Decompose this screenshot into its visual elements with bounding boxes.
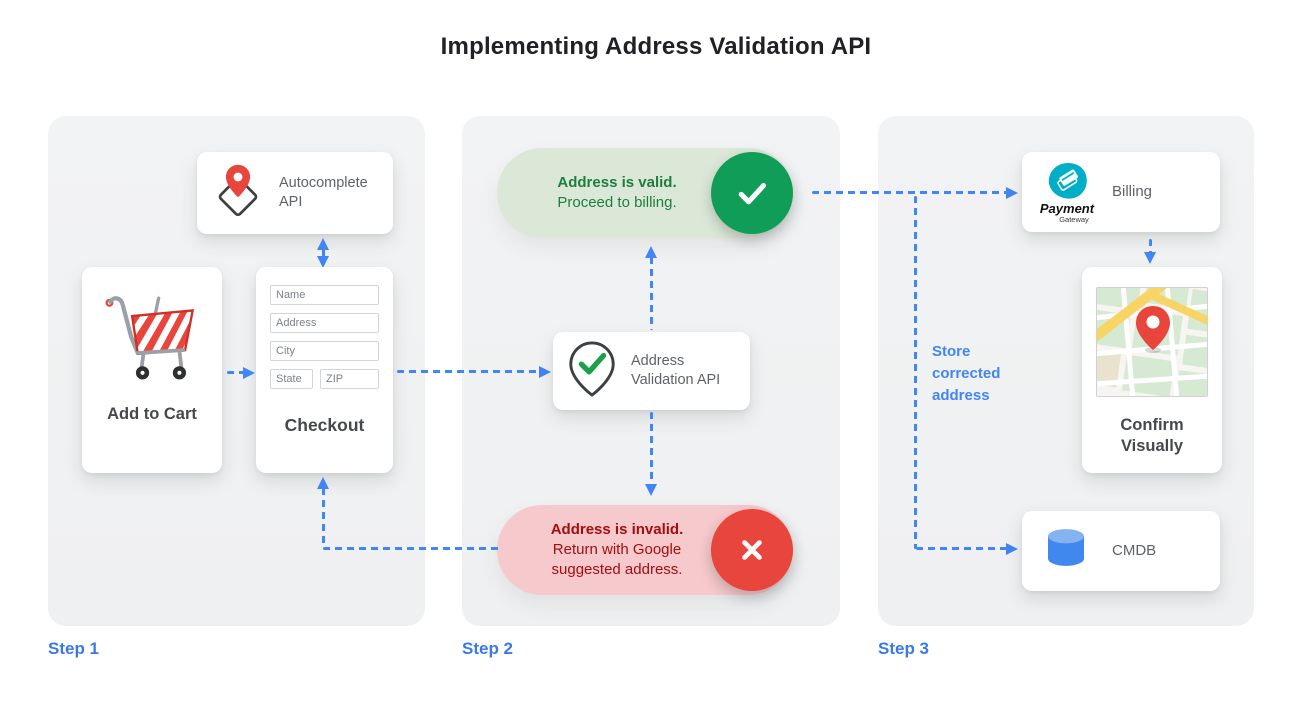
confirm-visually-label: Confirm Visually (1120, 416, 1184, 455)
pin-check-icon (565, 340, 619, 403)
confirm-visually-card: Confirm Visually (1082, 267, 1222, 473)
page-title: Implementing Address Validation API (440, 33, 872, 60)
address-invalid-title: Address is invalid. (550, 520, 684, 538)
address-field[interactable] (270, 313, 379, 333)
payment-logo-title: Payment (1039, 200, 1095, 216)
autocomplete-map-pin-icon (209, 162, 267, 225)
address-invalid-subtitle: Return with Google suggested address. (551, 540, 683, 579)
step1-label: Step 1 (48, 639, 100, 658)
check-circle-icon (711, 152, 793, 234)
checkout-form (256, 267, 393, 389)
cmdb-card: CMDB (1022, 511, 1220, 591)
address-valid-subtitle: Proceed to billing. (557, 194, 677, 211)
address-validation-api-card: Address Validation API (553, 332, 750, 410)
step3-label: Step 3 (878, 639, 930, 658)
step2-label: Step 2 (462, 639, 514, 658)
store-corrected-address-note: Store corrected address (932, 343, 1001, 404)
checkout-card: Checkout (256, 267, 393, 473)
address-invalid-text: Address is invalid. Return with Google s… (497, 520, 709, 581)
address-validation-api-label: Address Validation API (631, 353, 721, 388)
add-to-cart-label: Add to Cart (107, 405, 197, 423)
map-thumbnail (1096, 287, 1208, 397)
city-field[interactable] (270, 341, 379, 361)
zip-field[interactable] (319, 369, 379, 389)
billing-card: Payment Gateway Billing (1022, 152, 1220, 232)
address-valid-title: Address is valid. (557, 173, 677, 191)
address-valid-text: Address is valid. Proceed to billing. (497, 173, 709, 214)
payment-logo-subtitle: Gateway (1059, 214, 1089, 224)
cmdb-label: CMDB (1112, 542, 1157, 560)
x-circle-icon (711, 509, 793, 591)
payment-gateway-logo: Payment Gateway (1034, 161, 1100, 224)
state-field[interactable] (270, 369, 313, 389)
billing-label: Billing (1112, 183, 1153, 201)
add-to-cart-card: Add to Cart (82, 267, 222, 473)
autocomplete-api-label: Autocomplete API (279, 175, 368, 210)
checkout-label: Checkout (284, 415, 365, 435)
autocomplete-api-card: Autocomplete API (197, 152, 393, 234)
database-icon (1042, 526, 1090, 577)
shopping-cart-icon (100, 285, 204, 390)
name-field[interactable] (270, 285, 379, 305)
